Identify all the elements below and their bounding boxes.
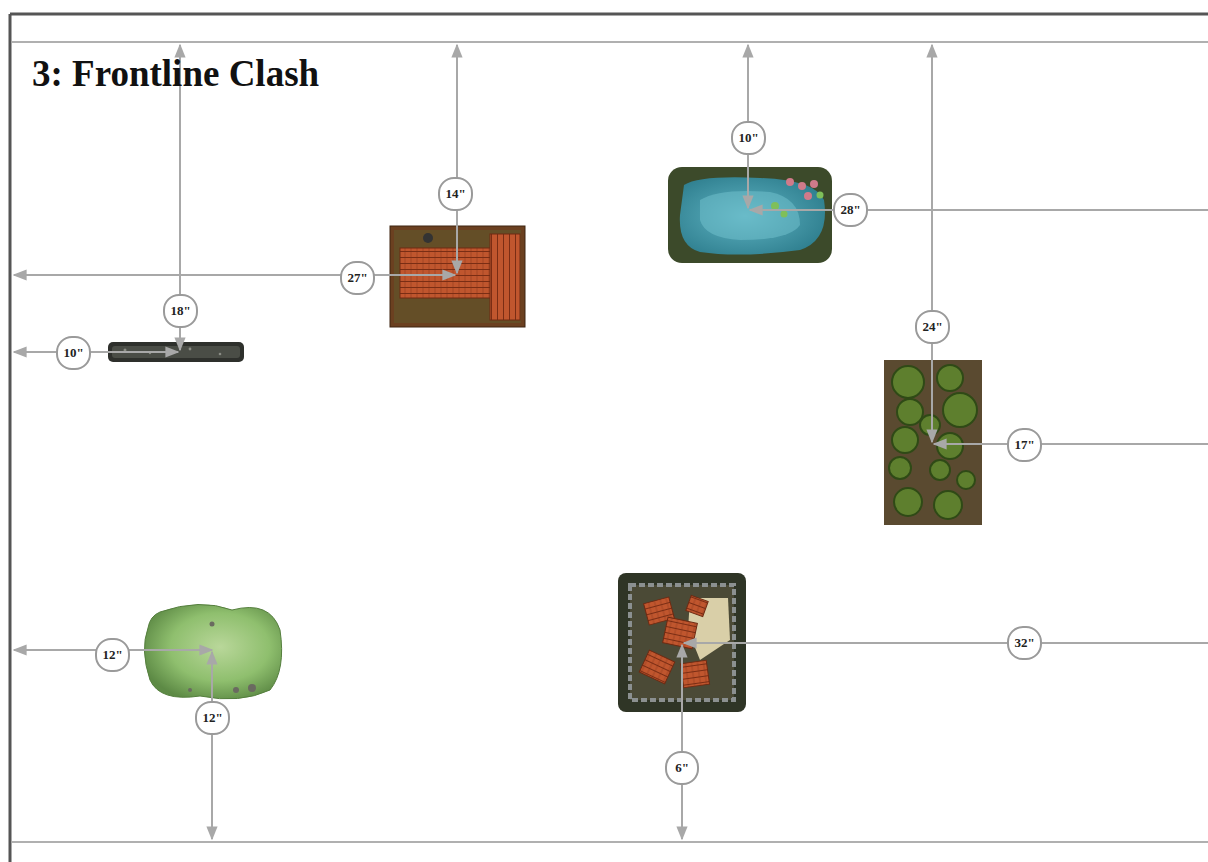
dimension-callout: 6" (665, 751, 699, 785)
dimension-callout: 17" (1007, 428, 1042, 462)
dimension-callout: 24" (915, 310, 950, 344)
dimension-callout: 32" (1007, 626, 1042, 660)
dimension-callout: 14" (438, 177, 473, 211)
dimension-callout: 12" (195, 701, 230, 735)
dimension-callout: 18" (163, 294, 198, 328)
dimension-callout: 12" (95, 638, 130, 672)
map-title: 3: Frontline Clash (32, 52, 319, 95)
dimension-callout: 28" (833, 193, 868, 227)
dimension-callout: 10" (731, 121, 766, 155)
dimension-callout: 10" (56, 336, 91, 370)
dimension-callout: 27" (340, 261, 375, 295)
